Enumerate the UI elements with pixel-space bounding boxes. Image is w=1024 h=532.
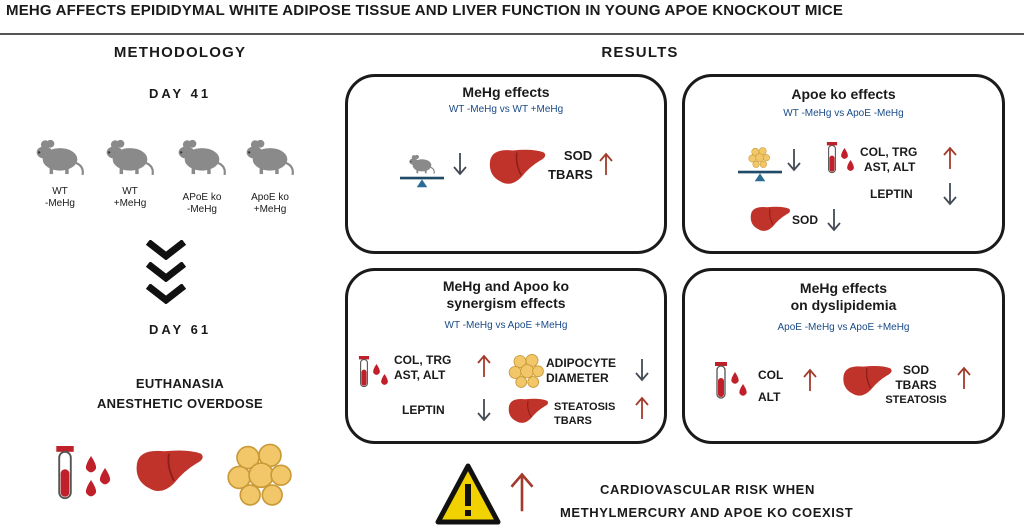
blood-tube-icon: [714, 362, 728, 402]
panel-apoe-title: Apoe ko effects: [791, 86, 896, 102]
mouse-icon: [34, 132, 86, 178]
blood-drop-icon: [98, 468, 112, 486]
down-arrow-icon: [476, 398, 492, 422]
up-arrow-icon: [510, 472, 534, 512]
liver-icon: [486, 146, 548, 188]
leptin-label: LEPTIN: [402, 403, 445, 417]
day-41-label: DAY 41: [148, 86, 212, 101]
down-arrow-icon: [452, 152, 468, 176]
panel-apoe-subtitle: WT -MeHg vs ApoE -MeHg: [783, 108, 904, 119]
liver-icon: [748, 204, 792, 234]
panel-mehg-title: MeHg effects: [462, 84, 550, 100]
mouse-icon: [104, 132, 156, 178]
panel-dyslipidemia-title: MeHg effects on dyslipidemia: [790, 280, 897, 313]
steatosis-tbars-label: STEATOSIS TBARS: [554, 401, 616, 427]
adipocyte-diameter-label: ADIPOCYTE DIAMETER: [546, 356, 617, 385]
euthanasia-label: EUTHANASIA: [135, 376, 225, 391]
group-label-wt-plus: WT+MeHg: [113, 186, 147, 209]
blood-drop-icon: [738, 384, 748, 397]
chevron-down-icon: [146, 262, 186, 282]
group-label-apoe-plus: ApoE ko+MeHg: [251, 192, 289, 215]
up-arrow-icon: [802, 368, 818, 392]
panel-apoe-effects: [682, 74, 1005, 254]
blood-drop-icon: [840, 148, 849, 160]
marker-list: COL, TRG AST, ALT: [860, 145, 918, 174]
conclusion-text: CARDIOVASCULAR RISK WHEN METHYLMERCURY A…: [560, 482, 854, 520]
col-alt-label: COL ALT: [758, 368, 784, 404]
down-arrow-icon: [942, 182, 958, 206]
mouse-icon: [176, 132, 228, 178]
blood-drop-icon: [380, 374, 389, 386]
mouse-icon: [244, 132, 296, 178]
panel-dyslipidemia-effects: [682, 268, 1005, 444]
title-divider: [0, 33, 1024, 35]
blood-drop-icon: [84, 480, 98, 498]
down-arrow-icon: [634, 358, 650, 382]
panel-synergism-title: MeHg and Apoo ko synergism effects: [442, 278, 570, 311]
page-title: MEHG AFFECTS EPIDIDYMAL WHITE ADIPOSE TI…: [6, 2, 844, 19]
adipocyte-icon: [226, 440, 292, 506]
day-61-label: DAY 61: [148, 322, 212, 337]
down-arrow-icon: [786, 148, 802, 172]
panel-mehg-subtitle: WT -MeHg vs WT +MeHg: [448, 104, 564, 115]
panel-synergism-effects: [345, 268, 667, 444]
mouse-icon: [408, 150, 436, 176]
results-header: RESULTS: [601, 44, 679, 61]
leptin-label: LEPTIN: [870, 187, 913, 201]
blood-tube-icon: [358, 356, 370, 390]
sod-label: SOD: [792, 213, 819, 227]
overdose-label: ANESTHETIC OVERDOSE: [96, 396, 264, 411]
blood-drop-icon: [846, 160, 855, 172]
chevron-down-icon: [146, 284, 186, 304]
liver-icon: [132, 446, 206, 496]
up-arrow-icon: [598, 152, 614, 176]
group-label-apoe-minus: APoE ko-MeHg: [182, 192, 222, 215]
scale-icon: [738, 170, 782, 182]
up-arrow-icon: [942, 146, 958, 170]
sod-tbars-steatosis-label: SOD TBARS STEATOSIS: [885, 363, 947, 406]
panel-synergism-subtitle: WT -MeHg vs ApoE +MeHg: [444, 320, 568, 331]
warning-icon: [435, 463, 501, 525]
adipocyte-icon: [508, 352, 544, 388]
marker-list: SOD TBARS: [548, 148, 593, 182]
liver-icon: [506, 396, 550, 426]
up-arrow-icon: [476, 354, 492, 378]
marker-list: COL, TRG AST, ALT: [394, 353, 452, 382]
up-arrow-icon: [956, 366, 972, 390]
down-arrow-icon: [826, 208, 842, 232]
blood-tube-icon: [54, 446, 76, 504]
blood-tube-icon: [826, 142, 838, 176]
panel-dyslipidemia-subtitle: ApoE -MeHg vs ApoE +MeHg: [777, 322, 910, 333]
scale-icon: [400, 176, 444, 188]
adipocyte-icon: [748, 146, 770, 168]
chevron-down-icon: [146, 240, 186, 260]
blood-drop-icon: [84, 456, 98, 474]
group-label-wt-minus: WT-MeHg: [44, 186, 75, 209]
methodology-header: METHODOLOGY: [113, 44, 247, 61]
up-arrow-icon: [634, 396, 650, 420]
